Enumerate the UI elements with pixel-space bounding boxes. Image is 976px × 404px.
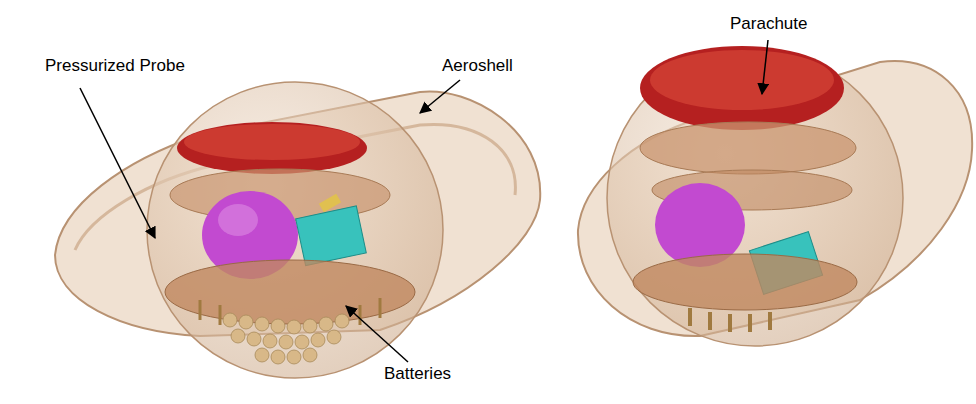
- right-probe: [578, 46, 972, 346]
- left-probe: [55, 82, 540, 378]
- part-label: Batteries: [384, 364, 451, 384]
- leader-lines: [80, 40, 768, 362]
- part-label: Aeroshell: [442, 56, 513, 76]
- part-label: Parachute: [730, 14, 808, 34]
- part-label: Pressurized Probe: [45, 56, 185, 76]
